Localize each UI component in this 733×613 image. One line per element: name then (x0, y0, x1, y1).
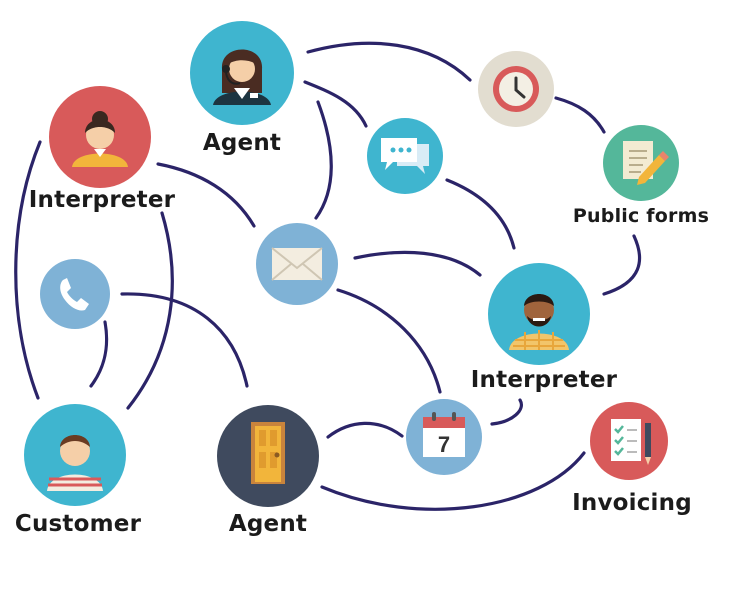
label-interpreter-right: Interpreter (470, 367, 618, 393)
public-forms-node (603, 125, 679, 201)
connector-envelope-interpreter (353, 250, 482, 277)
interpreter-woman-icon (72, 111, 128, 167)
envelope-node (256, 223, 338, 305)
customer-icon (47, 435, 103, 491)
connector-calendar-interpreter (490, 398, 523, 426)
invoicing-node (590, 402, 668, 480)
connector-agent-invoicing (320, 451, 586, 511)
label-invoicing: Invoicing (572, 490, 692, 516)
connector-interpreter-left-customer (14, 140, 42, 400)
clock-node (478, 51, 554, 127)
label-public-forms: Public forms (572, 205, 710, 227)
headset-agent-icon (213, 49, 271, 105)
agent-top-node (190, 21, 294, 125)
label-customer: Customer (14, 511, 142, 537)
connector-clock-forms (554, 96, 606, 134)
envelope-icon (271, 247, 323, 281)
door-icon (251, 422, 285, 484)
connectors (14, 41, 642, 511)
interpreter-right-node (488, 263, 590, 365)
chat-icon (381, 138, 429, 174)
label-agent-bottom: Agent (228, 511, 308, 537)
connector-agent-clock (306, 41, 472, 82)
interpreter-left-node (49, 86, 151, 188)
label-agent-top: Agent (202, 130, 282, 156)
connector-agent-chat (303, 80, 368, 128)
calendar-icon: 7 (423, 412, 465, 457)
connector-agent-envelope (314, 100, 333, 220)
connector-forms-interpreter (602, 234, 642, 296)
interpreter-man-icon (509, 294, 569, 350)
connector-interpreter-left-down (126, 211, 174, 410)
clock-icon (493, 66, 539, 112)
connector-phone-agent (120, 292, 249, 388)
calendar-node: 7 (406, 399, 482, 475)
connector-chat-interpreter (445, 178, 516, 250)
label-interpreter-left: Interpreter (28, 187, 176, 213)
phone-icon (60, 278, 89, 311)
invoice-icon (611, 419, 651, 465)
phone-node (40, 259, 110, 329)
customer-node (24, 404, 126, 506)
connector-interpreter-envelope (156, 162, 256, 228)
chat-node (367, 118, 443, 194)
public-forms-icon (623, 141, 669, 185)
connector-envelope-calendar (336, 288, 442, 394)
connector-phone-customer (89, 320, 109, 388)
agent-bottom-node (217, 405, 319, 507)
calendar-day: 7 (438, 432, 450, 457)
connector-agent-calendar (326, 421, 404, 439)
